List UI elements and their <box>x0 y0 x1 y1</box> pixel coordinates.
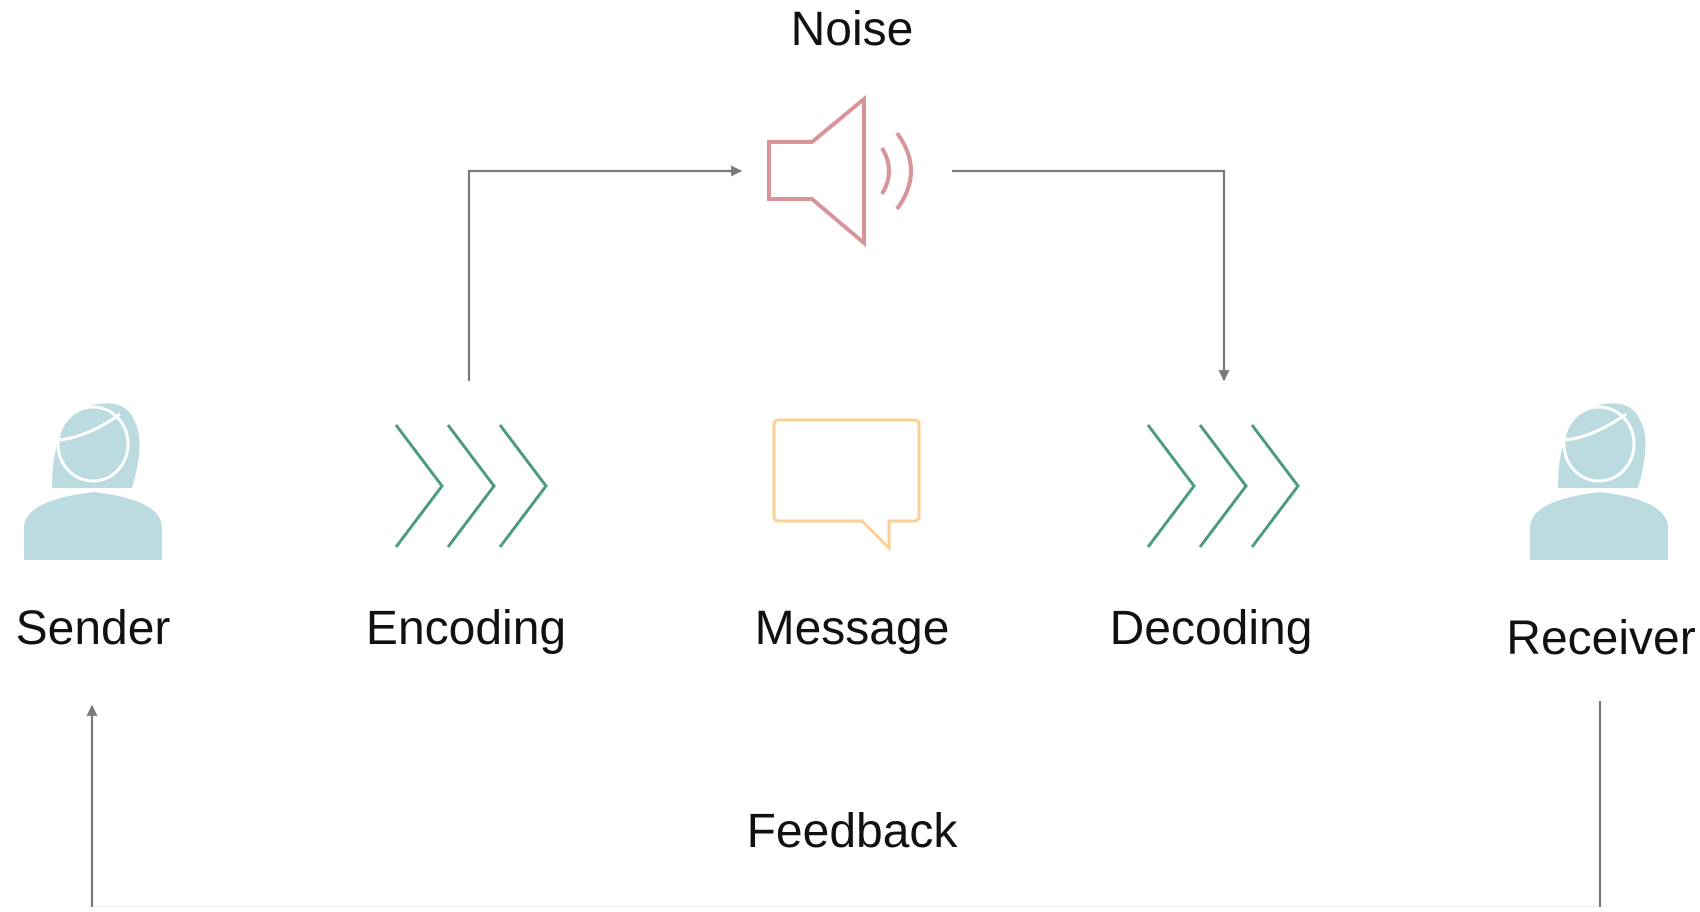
encoding-to-noise-arrow <box>467 165 743 381</box>
decoding-chevrons-icon <box>1146 424 1300 548</box>
feedback-label: Feedback <box>746 805 958 858</box>
feedback-arrow <box>86 701 1602 910</box>
message-label: Message <box>754 602 950 655</box>
noise-to-decoding-arrow <box>952 169 1230 382</box>
encoding-chevrons-icon <box>394 424 548 548</box>
noise-speaker-icon <box>767 94 913 248</box>
noise-label: Noise <box>790 3 914 56</box>
sender-person-icon <box>24 403 162 560</box>
message-speech-bubble-icon <box>772 418 921 552</box>
encoding-label: Encoding <box>365 602 567 655</box>
receiver-person-icon <box>1530 403 1668 560</box>
decoding-label: Decoding <box>1109 602 1313 655</box>
sender-label: Sender <box>15 602 171 655</box>
receiver-label: Receiver <box>1506 612 1696 665</box>
